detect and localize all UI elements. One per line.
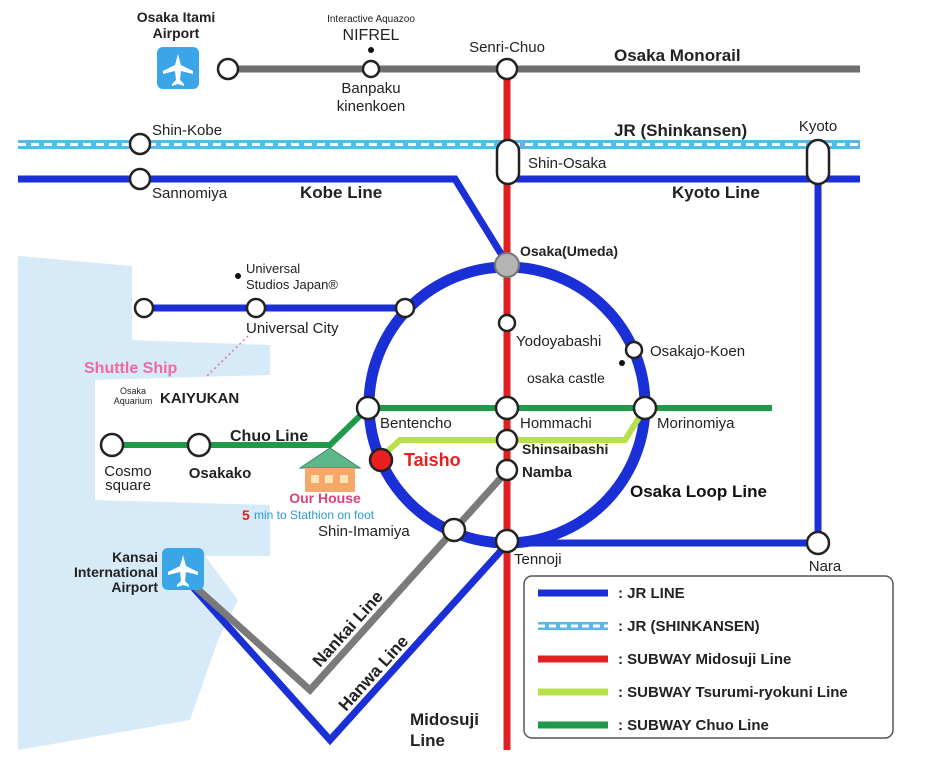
tennoji-label: Tennoji	[514, 551, 562, 568]
legend-box	[523, 575, 894, 739]
station-marker-shin-imamiya[interactable]	[441, 517, 467, 543]
our-house-icon	[298, 447, 362, 492]
station-marker-nishikujo[interactable]	[394, 297, 416, 319]
itami-label-1: Osaka Itami	[137, 9, 216, 25]
legend-item: : JR (SHINKANSEN)	[538, 618, 760, 635]
walk-text: min to Stathion on foot	[254, 508, 375, 522]
station-marker-bentencho[interactable]	[355, 395, 381, 421]
itami-airport-icon[interactable]	[157, 47, 199, 89]
shinkansen-line	[18, 140, 860, 149]
monorail-label: Osaka Monorail	[614, 46, 741, 65]
nifrel-caption: Interactive Aquazoo	[327, 14, 415, 25]
legend-item: : SUBWAY Midosuji Line	[538, 651, 791, 668]
universal-city-label: Universal City	[246, 320, 339, 337]
taisho-label: Taisho	[404, 450, 461, 470]
itami-label-2: Airport	[153, 25, 200, 41]
station-marker-osakako[interactable]	[186, 432, 212, 458]
legend-label: : JR (SHINKANSEN)	[618, 618, 760, 635]
station-marker-shinsaibashi[interactable]	[495, 428, 519, 452]
hommachi-label: Hommachi	[520, 415, 592, 432]
station-marker-shin-kobe[interactable]	[128, 132, 152, 156]
osaka-bay	[18, 256, 270, 750]
loop-line-label: Osaka Loop Line	[630, 482, 767, 501]
midosuji-line-label-1: Midosuji	[410, 710, 479, 729]
legend-label: : SUBWAY Chuo Line	[618, 717, 769, 734]
osaka-umeda-label: Osaka(Umeda)	[520, 243, 618, 259]
kaiyukan-label: KAIYUKAN	[160, 390, 239, 407]
osaka-castle-label: osaka castle	[527, 370, 605, 386]
sannomiya-label: Sannomiya	[152, 185, 228, 202]
kyoto-label: Kyoto	[799, 118, 837, 135]
station-marker-nara[interactable]	[805, 530, 831, 556]
shinsaibashi-label: Shinsaibashi	[522, 441, 608, 457]
kansai-label-3: Airport	[111, 579, 158, 595]
legend-label: : JR LINE	[618, 585, 685, 602]
kansai-label-2: International	[74, 564, 158, 580]
station-marker-osakajo-koen[interactable]	[624, 340, 644, 360]
aquarium-label-2: Aquarium	[114, 396, 153, 406]
station-marker-morinomiya[interactable]	[632, 395, 658, 421]
shuttle-ship-label: Shuttle Ship	[84, 360, 178, 377]
station-marker-yumesaki[interactable]	[133, 297, 155, 319]
walk-minutes: 5	[242, 507, 250, 523]
station-marker-universal-city[interactable]	[245, 297, 267, 319]
nifrel-label: NIFREL	[343, 27, 400, 44]
usj-label-2: Studios Japan®	[246, 277, 338, 292]
station-marker-sannomiya[interactable]	[128, 167, 152, 191]
shin-kobe-label: Shin-Kobe	[152, 122, 222, 139]
legend-label: : SUBWAY Midosuji Line	[618, 651, 791, 668]
legend-label: : SUBWAY Tsurumi-ryokuni Line	[618, 684, 848, 701]
station-marker-kyoto[interactable]	[805, 138, 831, 186]
shuttle-ship-route	[204, 335, 249, 379]
kobe-line-label: Kobe Line	[300, 183, 382, 202]
station-marker-taisho[interactable]	[368, 447, 394, 473]
station-marker-yodoyabashi[interactable]	[497, 313, 517, 333]
hanwa-line	[179, 540, 511, 746]
nankai-line	[179, 467, 511, 695]
kaiyukan-area	[95, 380, 270, 500]
shin-imamiya-label: Shin-Imamiya	[318, 523, 410, 540]
kobe-kyoto-line	[18, 175, 511, 267]
station-marker-osaka-umeda[interactable]	[494, 252, 520, 278]
cosmo-square-label-2: square	[105, 477, 151, 494]
station-marker-shin-osaka[interactable]	[495, 138, 521, 186]
morinomiya-label: Morinomiya	[657, 415, 735, 432]
shinkansen-label: JR (Shinkansen)	[614, 121, 747, 140]
banpaku-label-1: Banpaku	[341, 80, 400, 97]
station-marker-senri-chuo[interactable]	[495, 57, 519, 81]
shin-osaka-label: Shin-Osaka	[528, 155, 607, 172]
station-marker-banpaku[interactable]	[361, 59, 381, 79]
osakajo-koen-label: Osakajo-Koen	[650, 343, 745, 360]
our-house-label: Our House	[289, 490, 361, 506]
station-marker-namba[interactable]	[495, 458, 519, 482]
banpaku-label-2: kinenkoen	[337, 98, 405, 115]
senri-chuo-label: Senri-Chuo	[469, 39, 545, 56]
aquarium-label-1: Osaka	[120, 386, 146, 396]
cosmo-square-label-1: Cosmo	[104, 463, 152, 480]
usj-label-1: Universal	[246, 261, 300, 276]
nara-label: Nara	[809, 558, 842, 575]
osakako-label: Osakako	[189, 465, 252, 482]
midosuji-line-label-2: Line	[410, 731, 445, 750]
station-marker-tennoji[interactable]	[494, 528, 520, 554]
chuo-line-label: Chuo Line	[230, 428, 308, 445]
legend-item: : JR LINE	[538, 585, 685, 602]
station-marker-itami[interactable]	[216, 57, 240, 81]
bentencho-label: Bentencho	[380, 415, 452, 432]
castle-dot	[619, 360, 625, 366]
kansai-airport-icon[interactable]	[162, 548, 204, 590]
kyoto-line-label: Kyoto Line	[672, 183, 760, 202]
yodoyabashi-label: Yodoyabashi	[516, 333, 601, 350]
usj-dot	[235, 273, 241, 279]
legend: : JR LINE : JR (SHINKANSEN) : SUBWAY Midos…	[523, 575, 894, 739]
legend-item: : SUBWAY Tsurumi-ryokuni Line	[538, 684, 848, 701]
namba-label: Namba	[522, 464, 573, 481]
kansai-label-1: Kansai	[112, 549, 158, 565]
station-marker-hommachi[interactable]	[494, 395, 520, 421]
legend-item: : SUBWAY Chuo Line	[538, 717, 769, 734]
nifrel-dot	[368, 47, 374, 53]
station-marker-cosmo-square[interactable]	[99, 432, 125, 458]
chuo-line	[112, 405, 772, 448]
